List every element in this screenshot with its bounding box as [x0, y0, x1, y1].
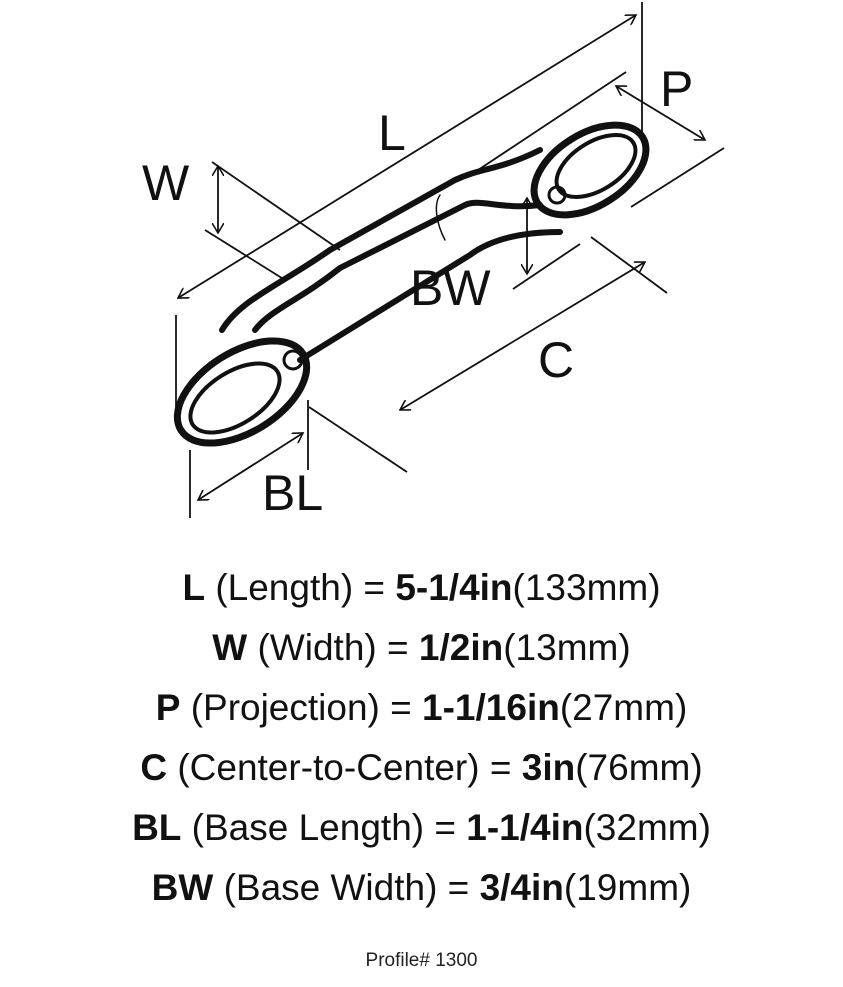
spec-imperial: 5-1/4in	[395, 567, 513, 608]
spec-code: BL	[132, 807, 182, 848]
spec-code: BW	[151, 867, 214, 908]
label-P: P	[660, 61, 693, 117]
spec-name: (Projection) =	[190, 687, 412, 728]
profile-number: Profile# 1300	[365, 950, 478, 971]
spec-metric: (19mm)	[563, 867, 692, 908]
spec-length: L (Length) = 5-1/4in(133mm)	[0, 558, 843, 618]
handle-dimension-diagram: L W P BW C BL	[142, 2, 725, 521]
spec-name: (Base Width) =	[223, 867, 470, 908]
specifications-list: L (Length) = 5-1/4in(133mm) W (Width) = …	[0, 558, 843, 918]
spec-name: (Base Length) =	[191, 807, 456, 848]
spec-width: W (Width) = 1/2in(13mm)	[0, 618, 843, 678]
spec-base-length: BL (Base Length) = 1-1/4in(32mm)	[0, 798, 843, 858]
spec-imperial: 1-1/4in	[466, 807, 584, 848]
spec-projection: P (Projection) = 1-1/16in(27mm)	[0, 678, 843, 738]
spec-imperial: 3in	[521, 747, 576, 788]
spec-base-width: BW (Base Width) = 3/4in(19mm)	[0, 858, 843, 918]
spec-metric: (27mm)	[559, 687, 688, 728]
spec-name: (Length) =	[215, 567, 386, 608]
spec-code: C	[140, 747, 168, 788]
label-L: L	[378, 105, 406, 161]
spec-imperial: 1-1/16in	[422, 687, 560, 728]
spec-imperial: 3/4in	[479, 867, 564, 908]
spec-imperial: 1/2in	[418, 627, 504, 668]
spec-center-to-center: C (Center-to-Center) = 3in(76mm)	[0, 738, 843, 798]
spec-name: (Center-to-Center) =	[177, 747, 512, 788]
label-BW: BW	[410, 260, 491, 316]
spec-metric: (76mm)	[575, 747, 703, 788]
spec-name: (Width) =	[257, 627, 409, 668]
spec-code: W	[212, 627, 248, 668]
dimension-lines	[175, 2, 725, 518]
label-C: C	[538, 332, 574, 388]
spec-metric: (13mm)	[503, 627, 631, 668]
spec-metric: (32mm)	[583, 807, 711, 848]
spec-code: L	[182, 567, 206, 608]
spec-code: P	[155, 687, 181, 728]
spec-metric: (133mm)	[512, 567, 661, 608]
label-W: W	[142, 155, 190, 211]
label-BL: BL	[262, 465, 323, 521]
